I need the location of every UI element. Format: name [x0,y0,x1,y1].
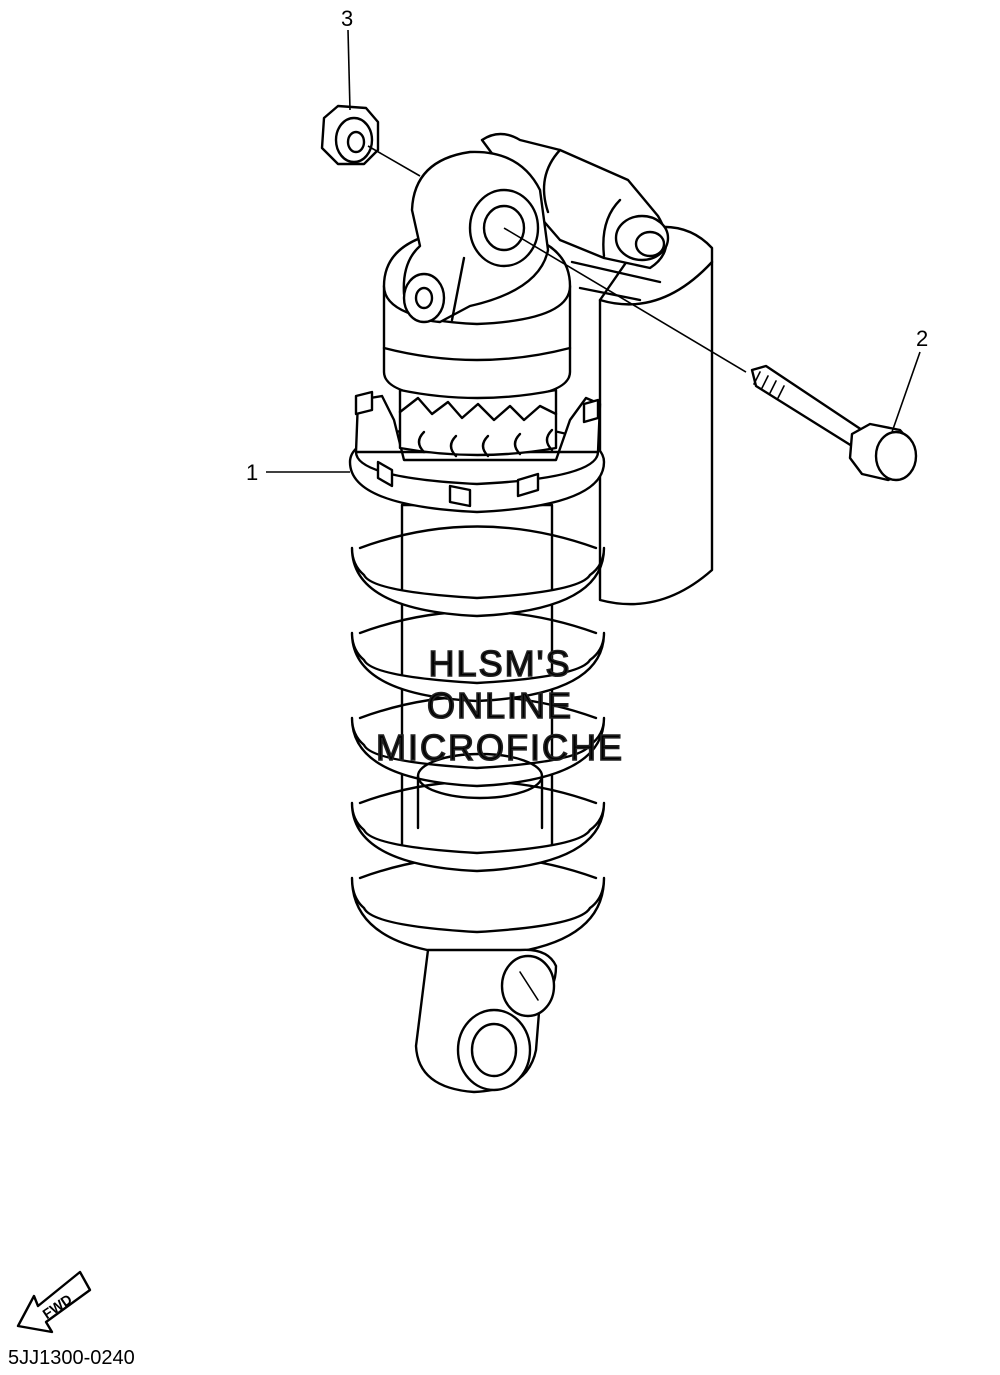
callout-1: 1 [246,460,258,485]
watermark-line-1: HLSM'S [429,643,572,684]
reservoir-fitting [480,132,670,302]
watermark-line-3: MICROFICHE [376,727,624,768]
remote-reservoir [598,225,714,606]
diagram-code: 5JJ1300-0240 [8,1347,135,1369]
upper-mount-eye [402,150,550,324]
watermark: HLSM'S ONLINE MICROFICHE [375,642,624,769]
callout-3: 3 [341,6,353,31]
bolt-part [750,364,918,482]
assembly-lines [266,29,921,473]
lower-mount-eye [414,948,558,1094]
coil-spring [350,525,606,958]
watermark-line-2: ONLINE [427,685,573,726]
nut-part [320,104,380,166]
fwd-arrow-icon: FWD [16,1270,92,1334]
callout-2: 2 [916,326,928,351]
